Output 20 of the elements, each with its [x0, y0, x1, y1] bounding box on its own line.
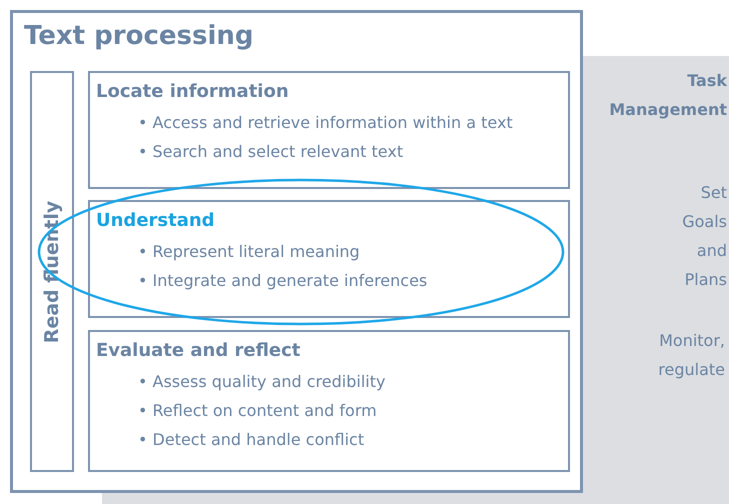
bullet-item: • Access and retrieve information within a text: [138, 113, 513, 132]
section-heading: Understand: [96, 210, 215, 231]
framework-frame: [10, 10, 583, 493]
panel-heading: Task Management: [608, 70, 727, 121]
panel-text: Monitor, regulate: [657, 330, 725, 381]
section-heading: Evaluate and reflect: [96, 340, 300, 361]
vertical-bar-box: [30, 71, 74, 472]
section-box: [88, 71, 570, 189]
title: Text processing: [24, 21, 254, 51]
bullet-item: • Integrate and generate inferences: [138, 271, 428, 290]
bullet-item: • Represent literal meaning: [138, 242, 360, 261]
bullet-item: • Search and select relevant text: [138, 142, 404, 161]
section-box: [88, 200, 570, 318]
bullet-item: • Detect and handle conflict: [138, 430, 364, 449]
bullet-item: • Assess quality and credibility: [138, 372, 386, 391]
section-box: [88, 330, 570, 472]
panel-text: Set Goals and Plans: [681, 182, 727, 291]
bullet-item: • Reflect on content and form: [138, 401, 377, 420]
section-heading: Locate information: [96, 81, 289, 102]
side-panel: [583, 56, 729, 504]
